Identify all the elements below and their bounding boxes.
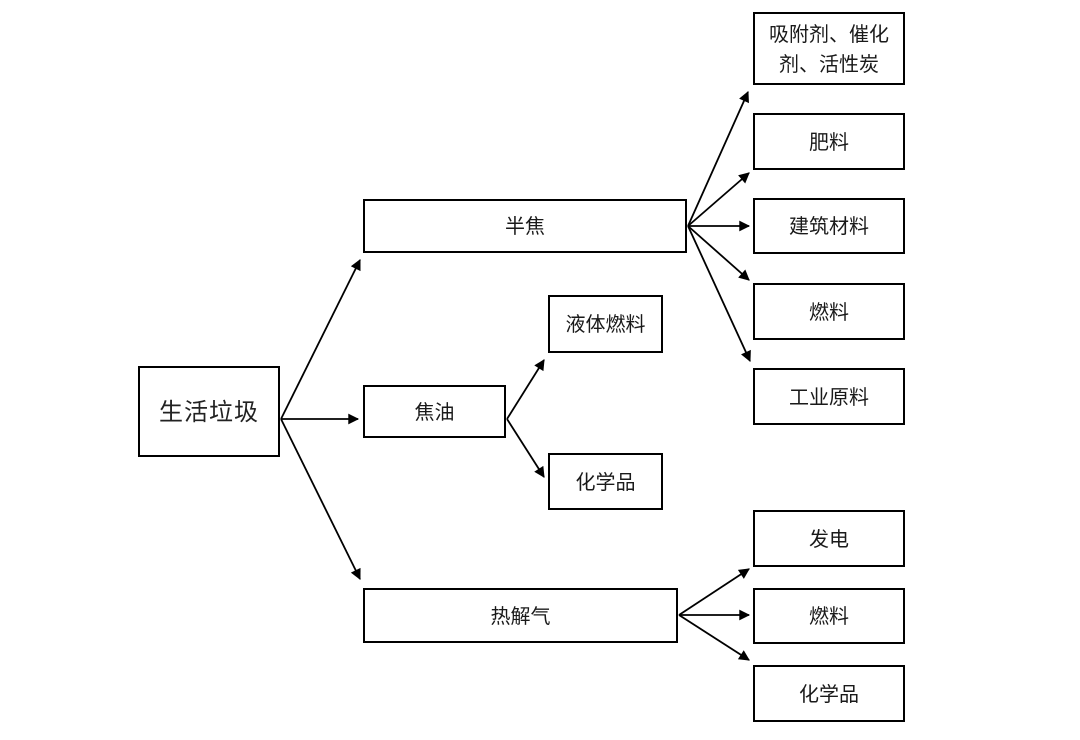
node-household-waste: 生活垃圾: [138, 366, 280, 457]
arrow-semicoke-to-fuel: [687, 225, 750, 281]
arrow-gas-to-chemicals: [678, 614, 750, 661]
node-chemicals-gas: 化学品: [753, 665, 905, 722]
arrow-gas-to-power-generation: [678, 568, 750, 616]
arrow-semicoke-to-industrial-raw-materials: [687, 225, 751, 362]
node-pyrolysis-gas: 热解气: [363, 588, 678, 643]
node-semicoke: 半焦: [363, 199, 687, 253]
node-fertilizer: 肥料: [753, 113, 905, 170]
arrow-tar-to-liquid-fuel: [506, 359, 545, 420]
node-fuel-gas: 燃料: [753, 588, 905, 644]
node-tar: 焦油: [363, 385, 506, 438]
arrow-root-to-semicoke: [280, 259, 361, 420]
arrow-semicoke-to-adsorbent: [687, 91, 749, 227]
node-industrial-raw-materials: 工业原料: [753, 368, 905, 425]
arrow-root-to-pyrolysis-gas: [280, 418, 361, 580]
arrow-tar-to-chemicals: [506, 418, 545, 478]
node-chemicals-tar: 化学品: [548, 453, 663, 510]
node-adsorbent-catalyst-activated-carbon: 吸附剂、催化剂、活性炭: [753, 12, 905, 85]
node-power-generation: 发电: [753, 510, 905, 567]
node-building-materials: 建筑材料: [753, 198, 905, 254]
node-fuel-semicoke: 燃料: [753, 283, 905, 340]
node-liquid-fuel: 液体燃料: [548, 295, 663, 353]
arrow-semicoke-to-fertilizer: [687, 172, 750, 227]
